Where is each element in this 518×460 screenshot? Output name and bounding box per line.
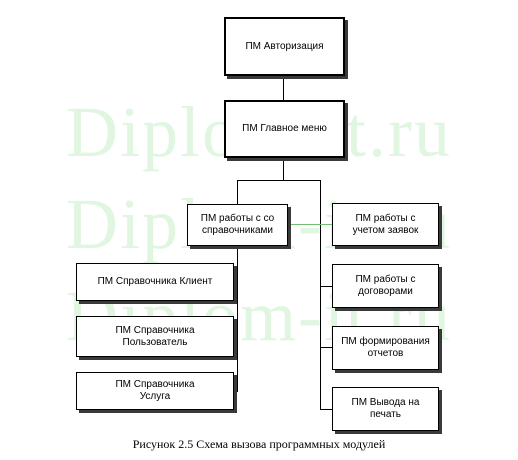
connector-to-reports [320,347,332,348]
connector-to-print [320,409,332,410]
figure-caption: Рисунок 2.5 Схема вызова программных мод… [132,437,386,451]
module-auth-box: ПМ Авторизация [224,17,345,76]
connector-to-user [234,336,238,337]
module-work-directories-box: ПМ работы с со справочниками [187,204,288,246]
module-dir-user-label: ПМ Справочника Пользователь [115,324,195,348]
module-print-label: ПМ Вывода на печать [351,397,420,420]
module-work-requests-label: ПМ работы с учетом заявок [352,212,419,236]
connector-left-trunk [237,246,238,391]
module-work-requests-box: ПМ работы с учетом заявок [332,203,439,246]
module-main-menu-label: ПМ Главное меню [242,123,327,134]
module-dir-service-box: ПМ Справочника Услуга [76,372,234,410]
connector-to-contracts [320,286,332,287]
connector-to-client [234,282,238,283]
module-work-contracts-box: ПМ работы с договорами [332,264,439,308]
module-dir-service-label: ПМ Справочника Услуга [115,379,195,402]
module-dir-client-box: ПМ Справочника Клиент [76,263,234,301]
module-work-contracts-label: ПМ работы с договорами [355,274,416,297]
connector-right-trunk [320,180,321,409]
connector-to-service [234,391,238,392]
connector-directories-requests [288,224,332,225]
module-dir-user-box: ПМ Справочника Пользователь [76,316,234,357]
connector-auth-main [283,76,284,100]
module-auth-label: ПМ Авторизация [245,40,324,52]
module-work-directories-label: ПМ работы с со справочниками [200,213,275,236]
connector-main-down [283,158,284,180]
module-print-box: ПМ Вывода на печать [332,387,439,431]
connector-horizontal-top [237,180,320,181]
connector-left-to-directories [237,180,238,204]
module-dir-client-label: ПМ Справочника Клиент [97,276,213,287]
module-reports-label: ПМ формирования отчетов [341,336,430,359]
module-reports-box: ПМ формирования отчетов [332,326,439,370]
module-main-menu-box: ПМ Главное меню [224,100,345,158]
